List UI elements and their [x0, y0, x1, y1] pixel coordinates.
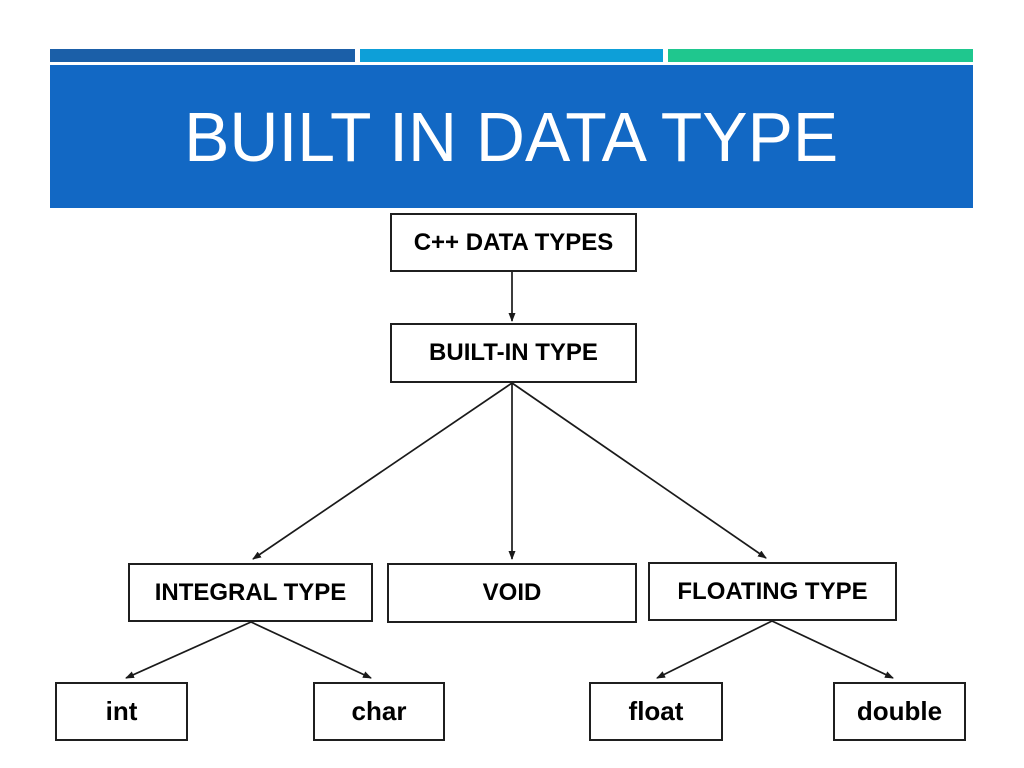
accent-bar-dark-blue [50, 49, 355, 62]
edge-builtin-floating [511, 382, 767, 559]
accent-bar-green [668, 49, 973, 62]
edge-floating-float [656, 620, 773, 679]
node-void: VOID [387, 563, 637, 623]
accent-bar-light-blue [360, 49, 663, 62]
edge-integral-char [250, 621, 372, 679]
title-banner: BUILT IN DATA TYPE [50, 65, 973, 208]
edge-floating-double [771, 620, 894, 679]
slide-title: BUILT IN DATA TYPE [184, 97, 839, 176]
node-floating-type: FLOATING TYPE [648, 562, 897, 621]
node-integral-type: INTEGRAL TYPE [128, 563, 373, 622]
edge-builtin-integral [252, 382, 513, 560]
edge-integral-int [125, 621, 252, 679]
node-built-in-type: BUILT-IN TYPE [390, 323, 637, 383]
node-int: int [55, 682, 188, 741]
node-char: char [313, 682, 445, 741]
node-double: double [833, 682, 966, 741]
node-float: float [589, 682, 723, 741]
node-c-plus-plus-data-types: C++ DATA TYPES [390, 213, 637, 272]
